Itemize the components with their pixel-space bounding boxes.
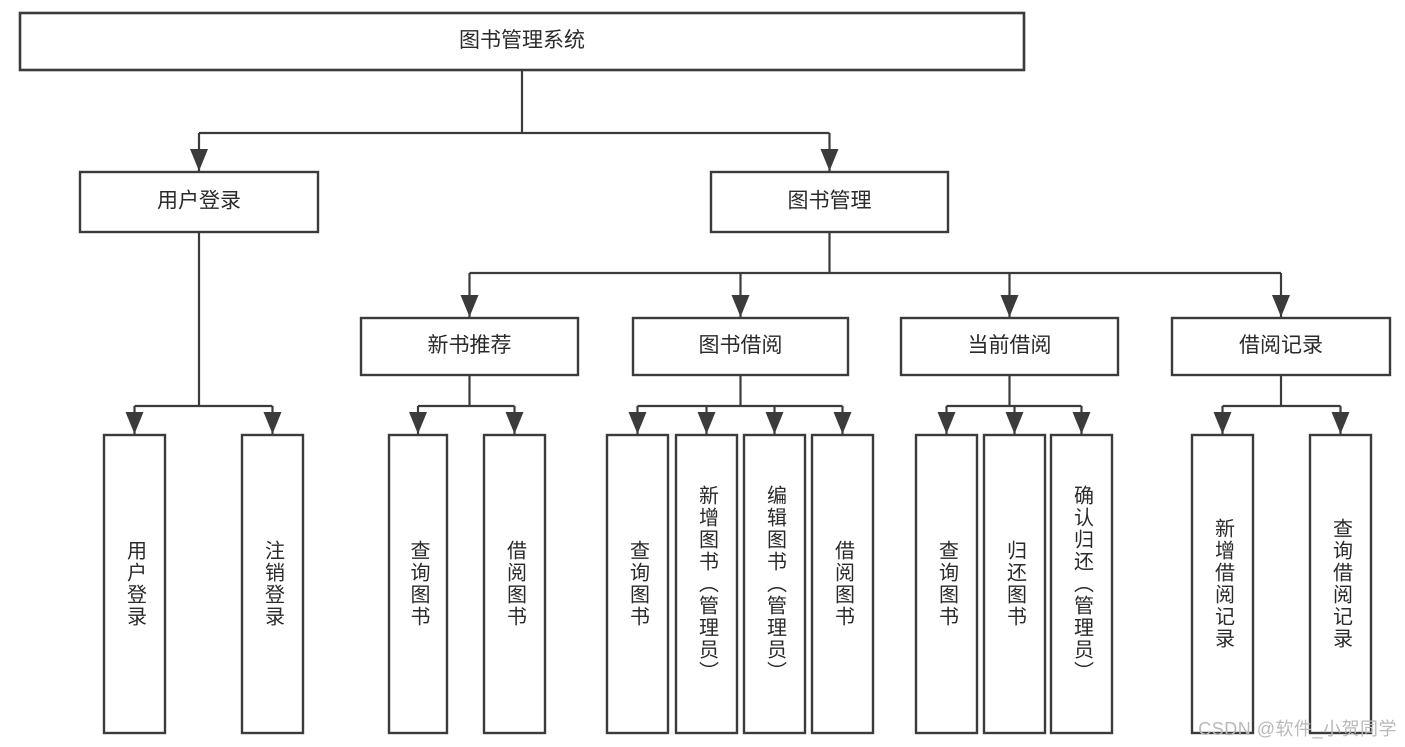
leaf-node-3[interactable]: 借阅图书 <box>482 433 547 735</box>
leaf-node-10[interactable]: 确认归还（管理员） <box>1049 433 1114 735</box>
level3-node-3-rect <box>1170 316 1392 377</box>
leaf-node-0-rect <box>102 433 167 735</box>
csdn-watermark: CSDN @软件_小贺同学 <box>1198 719 1397 739</box>
leaf-node-0-label: 用户登录 <box>124 540 147 628</box>
level3-node-1-rect <box>631 316 850 377</box>
arrow-head-icon <box>1331 412 1350 434</box>
leaf-node-6-label: 编辑图书（管理员） <box>764 485 787 683</box>
leaf-node-10-label: 确认归还（管理员） <box>1071 485 1094 683</box>
leaf-node-8-rect <box>914 433 979 735</box>
leaf-node-5[interactable]: 新增图书（管理员） <box>674 433 739 735</box>
arrow-head-icon <box>628 412 647 434</box>
leaf-node-10-rect <box>1049 433 1114 735</box>
leaf-node-12-label: 查询借阅记录 <box>1330 518 1353 650</box>
leaf-node-1[interactable]: 注销登录 <box>240 433 305 735</box>
leaf-node-0[interactable]: 用户登录 <box>102 433 167 735</box>
arrow-head-icon <box>1272 295 1290 317</box>
arrow-head-icon <box>1213 412 1232 434</box>
root-node-book-management-system[interactable]: 图书管理系统 <box>18 11 1026 72</box>
level2-node-0[interactable]: 用户登录 <box>78 170 320 234</box>
level3-node-1-label: 图书借阅 <box>699 334 783 357</box>
leaf-node-2[interactable]: 查询图书 <box>387 433 449 735</box>
connector-layer <box>125 70 1350 434</box>
leaf-node-9-label: 归还图书 <box>1004 540 1027 628</box>
leaf-node-9-rect <box>982 433 1047 735</box>
arrow-head-icon <box>409 412 427 434</box>
leaf-node-1-rect <box>240 433 305 735</box>
leaf-node-5-label: 新增图书（管理员） <box>696 485 719 683</box>
leaf-node-7[interactable]: 借阅图书 <box>810 433 875 735</box>
level2-node-0-rect <box>78 170 320 234</box>
level3-node-0[interactable]: 新书推荐 <box>359 316 580 377</box>
level3-node-2[interactable]: 当前借阅 <box>899 316 1120 377</box>
arrow-head-icon <box>820 149 839 171</box>
level3-node-3-label: 借阅记录 <box>1239 334 1323 357</box>
leaf-node-4[interactable]: 查询图书 <box>605 433 670 735</box>
level3-node-0-label: 新书推荐 <box>428 334 512 357</box>
level2-node-1-label: 图书管理 <box>788 190 872 213</box>
arrow-head-icon <box>1005 412 1024 434</box>
leaf-node-9[interactable]: 归还图书 <box>982 433 1047 735</box>
arrow-head-icon <box>1072 412 1091 434</box>
arrow-head-icon <box>460 295 479 317</box>
leaf-node-8-label: 查询图书 <box>936 540 959 628</box>
level3-node-2-rect <box>899 316 1120 377</box>
leaf-node-8[interactable]: 查询图书 <box>914 433 979 735</box>
level3-node-1[interactable]: 图书借阅 <box>631 316 850 377</box>
leaf-node-7-rect <box>810 433 875 735</box>
leaf-node-1-label: 注销登录 <box>262 540 285 628</box>
leaf-node-11-rect <box>1190 433 1255 735</box>
arrow-head-icon <box>505 412 524 434</box>
leaf-node-2-rect <box>387 433 449 735</box>
arrow-head-icon <box>731 295 750 317</box>
root-node-book-management-system-rect <box>18 11 1026 72</box>
root-node-book-management-system-label: 图书管理系统 <box>459 29 585 52</box>
leaf-node-12-rect <box>1308 433 1373 735</box>
leaf-node-2-label: 查询图书 <box>407 540 430 628</box>
leaf-node-6[interactable]: 编辑图书（管理员） <box>742 433 807 735</box>
arrow-head-icon <box>263 412 282 434</box>
leaf-node-4-rect <box>605 433 670 735</box>
leaf-node-6-rect <box>742 433 807 735</box>
level3-node-2-label: 当前借阅 <box>968 334 1052 357</box>
arrow-head-icon <box>697 412 716 434</box>
arrow-head-icon <box>937 412 956 434</box>
arrow-head-icon <box>833 412 852 434</box>
leaf-node-11-label: 新增借阅记录 <box>1212 518 1235 650</box>
node-layer: 图书管理系统用户登录图书管理新书推荐图书借阅当前借阅借阅记录用户登录注销登录查询… <box>18 11 1392 735</box>
level2-node-1-rect <box>709 170 950 234</box>
leaf-node-11[interactable]: 新增借阅记录 <box>1190 433 1255 735</box>
leaf-node-4-label: 查询图书 <box>627 540 650 628</box>
arrow-head-icon <box>190 149 208 171</box>
leaf-node-12[interactable]: 查询借阅记录 <box>1308 433 1373 735</box>
level2-node-1[interactable]: 图书管理 <box>709 170 950 234</box>
level2-node-0-label: 用户登录 <box>157 190 241 213</box>
leaf-node-5-rect <box>674 433 739 735</box>
leaf-node-3-label: 借阅图书 <box>504 540 527 628</box>
arrow-head-icon <box>765 412 784 434</box>
arrow-head-icon <box>125 412 144 434</box>
arrow-head-icon <box>1000 295 1019 317</box>
level3-node-0-rect <box>359 316 580 377</box>
leaf-node-7-label: 借阅图书 <box>832 540 855 628</box>
level3-node-3[interactable]: 借阅记录 <box>1170 316 1392 377</box>
leaf-node-3-rect <box>482 433 547 735</box>
